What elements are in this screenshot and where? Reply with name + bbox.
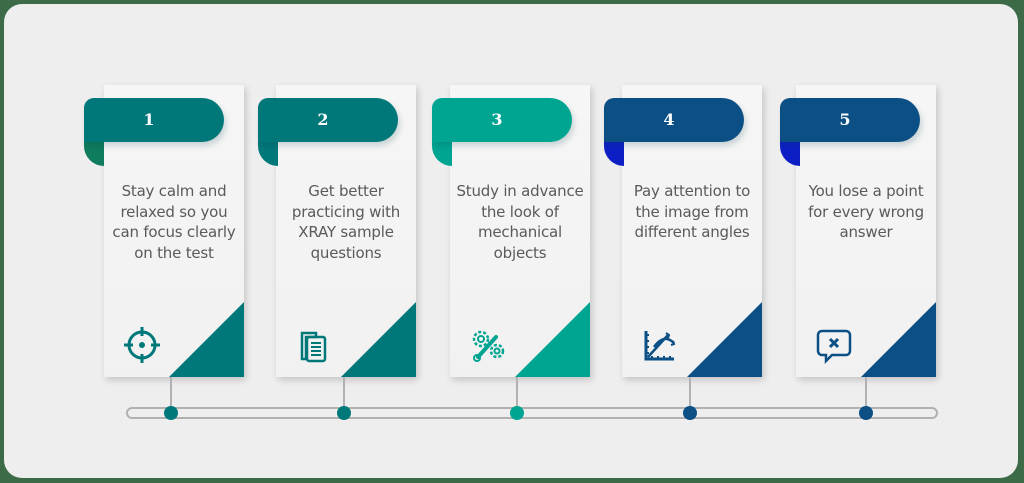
documents-icon: [300, 331, 327, 363]
step-number-3: 3: [491, 110, 503, 129]
timeline-dot-4: [683, 406, 697, 420]
speech-bubble-x-icon: [816, 329, 852, 365]
step-text-4: Pay attention to the image from differen…: [633, 182, 751, 241]
angle-measure-icon: [644, 331, 676, 361]
step-text-2: Get better practicing with XRAY sample q…: [291, 182, 401, 262]
timeline-stem: [865, 377, 867, 413]
step-text-1: Stay calm and relaxed so you can focus c…: [112, 182, 236, 262]
timeline-stem: [170, 377, 172, 413]
timeline-stem: [516, 377, 518, 413]
step-number-4: 4: [663, 110, 675, 129]
ribbon-curl: [432, 142, 452, 166]
corner-accent: [687, 302, 762, 377]
ribbon-curl: [780, 142, 800, 166]
target-crosshair-icon: [124, 327, 160, 363]
step-number-1: 1: [143, 110, 155, 129]
corner-accent: [169, 302, 244, 377]
timeline-dot-5: [859, 406, 873, 420]
timeline-dot-2: [337, 406, 351, 420]
step-tab-5: 5: [780, 98, 920, 142]
timeline-dot-1: [164, 406, 178, 420]
step-tab-1: 1: [84, 98, 224, 142]
timeline-track: [126, 407, 938, 419]
timeline-stem: [689, 377, 691, 413]
ribbon-curl: [84, 142, 104, 166]
step-tab-3: 3: [432, 98, 572, 142]
step-tab-2: 2: [258, 98, 398, 142]
step-text-3: Study in advance the look of mechanical …: [456, 182, 584, 262]
ribbon-curl: [258, 142, 278, 166]
step-text-5: You lose a point for every wrong answer: [808, 182, 924, 241]
corner-accent: [341, 302, 416, 377]
step-number-5: 5: [839, 110, 851, 129]
timeline-stem: [343, 377, 345, 413]
corner-accent: [515, 302, 590, 377]
timeline-dot-3: [510, 406, 524, 420]
gears-wrench-icon: [472, 330, 505, 362]
corner-accent: [861, 302, 936, 377]
step-tab-4: 4: [604, 98, 744, 142]
ribbon-curl: [604, 142, 624, 166]
step-number-2: 2: [317, 110, 329, 129]
